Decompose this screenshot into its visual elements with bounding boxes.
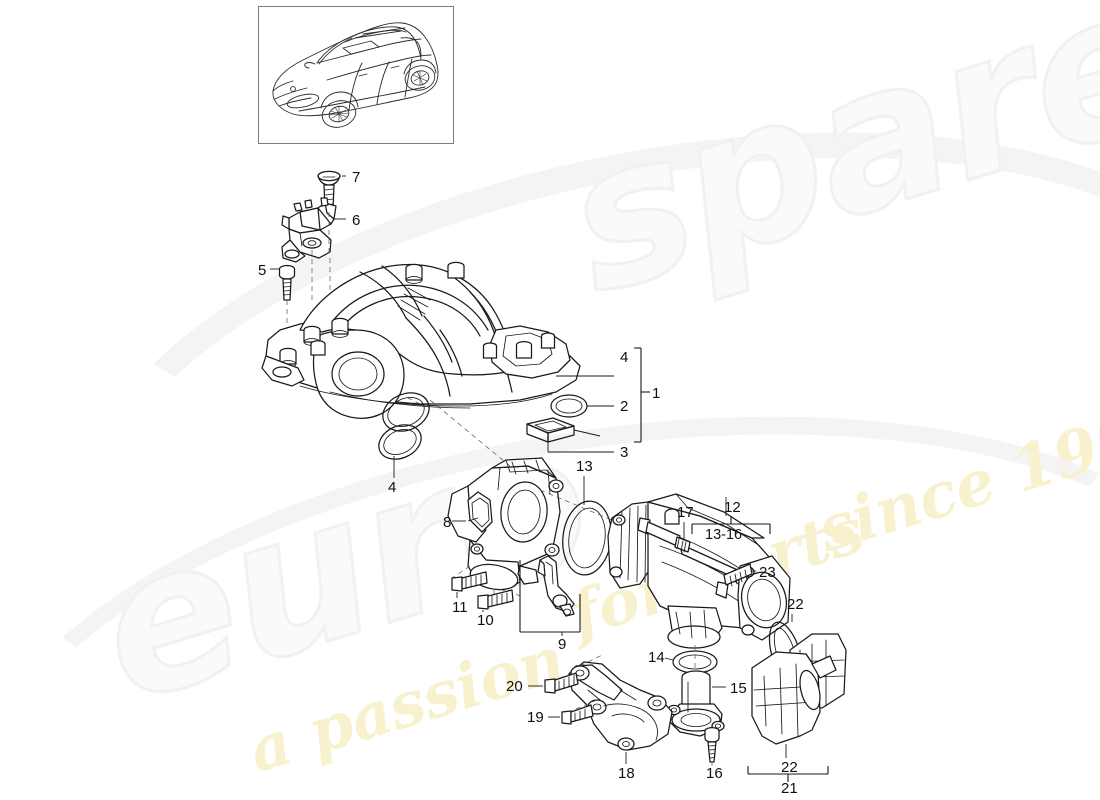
callout-8: 8 <box>443 514 452 531</box>
callout-7: 7 <box>352 169 361 186</box>
part-15-sensor-cylindrical <box>667 670 725 737</box>
part-13-gasket-oval-large <box>562 500 612 576</box>
part-5-hex-bolt-short <box>278 264 296 301</box>
vehicle-illustration-box <box>258 6 454 144</box>
callout-9: 9 <box>558 636 567 653</box>
part-12-charge-air-cooler-assembly <box>607 493 791 649</box>
callout-20: 20 <box>506 678 523 695</box>
part-10-hex-bolt-medium <box>477 589 514 610</box>
part-4-seal-ring-oval-pair <box>378 392 430 460</box>
part-1-intake-manifold-assembly <box>261 261 581 419</box>
part-16-retaining-screw <box>704 726 720 763</box>
callout-15: 15 <box>730 680 747 697</box>
callout-13-16: 13-16 <box>705 527 743 543</box>
callout-10: 10 <box>477 612 494 629</box>
callout-17: 17 <box>677 504 694 521</box>
callout-4-lower: 4 <box>388 479 397 496</box>
callout-13: 13 <box>576 458 593 475</box>
part-3-gasket-rectangular <box>526 417 575 443</box>
callout-16: 16 <box>706 765 723 782</box>
callout-11: 11 <box>452 599 468 616</box>
callout-3: 3 <box>620 444 629 461</box>
vehicle-illustration <box>272 22 439 128</box>
part-21-valve-actuator-assembly <box>751 633 847 745</box>
part-17-long-bolt <box>637 517 691 553</box>
callout-19: 19 <box>527 709 544 726</box>
callout-4-upper: 4 <box>620 349 629 366</box>
callout-2: 2 <box>620 398 629 415</box>
callout-21: 21 <box>781 780 798 797</box>
part-18-support-bracket <box>568 661 673 751</box>
callout-23: 23 <box>759 564 776 581</box>
part-23-hex-bolt <box>715 563 753 599</box>
callout-18: 18 <box>618 765 635 782</box>
part-2-o-ring-seal-round <box>550 394 588 418</box>
part-6-mounting-bracket-clip <box>281 197 337 263</box>
callout-14: 14 <box>648 649 665 666</box>
callout-22-lower: 22 <box>781 759 798 776</box>
callout-22-upper: 22 <box>787 596 804 613</box>
part-7-pan-head-screw <box>317 170 341 211</box>
callout-5: 5 <box>258 262 267 279</box>
part-11-hex-bolt-flange <box>451 571 488 592</box>
callout-1-group: 1 <box>652 385 661 402</box>
part-19-hex-bolt-small <box>561 704 594 725</box>
part-9-retaining-clip <box>537 555 575 617</box>
callout-12: 12 <box>724 499 741 516</box>
part-20-hex-bolt-flanged <box>544 672 579 694</box>
callout-6: 6 <box>352 212 361 229</box>
